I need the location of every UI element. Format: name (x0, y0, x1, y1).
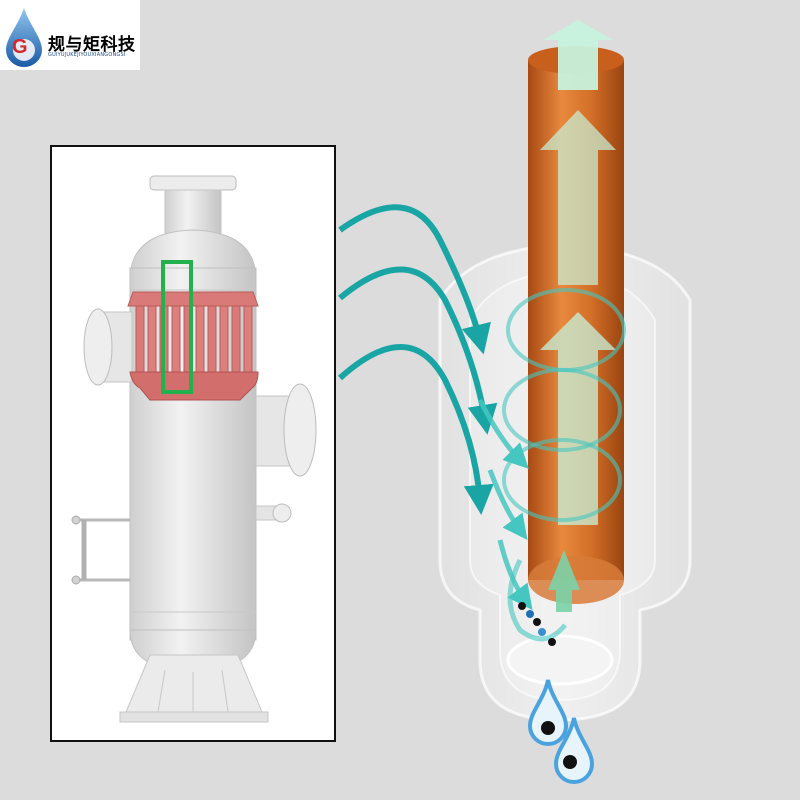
logo-letter: G (12, 36, 28, 58)
company-name: 规与矩科技 (48, 35, 136, 55)
inner-flow-arrows (477, 398, 533, 611)
water-drop-logo-icon (6, 8, 42, 67)
company-name-pinyin: GUIYUJUKEJIYOUXIANGONGSI (48, 52, 126, 58)
separator-vessel (71, 175, 317, 723)
vessel-inset-panel (50, 145, 336, 742)
liquid-drop-icon (553, 717, 595, 784)
liquid-drop-icon (527, 679, 569, 746)
highlighted-element-box (161, 260, 193, 394)
droplet-particles (518, 602, 556, 646)
logo: G 规与矩科技 GUIYUJUKEJIYOUXIANGONGSI (0, 0, 140, 70)
element-cutaway (337, 20, 692, 784)
inlet-flow-arrows (337, 204, 498, 515)
filter-element-bundle (127, 291, 259, 401)
